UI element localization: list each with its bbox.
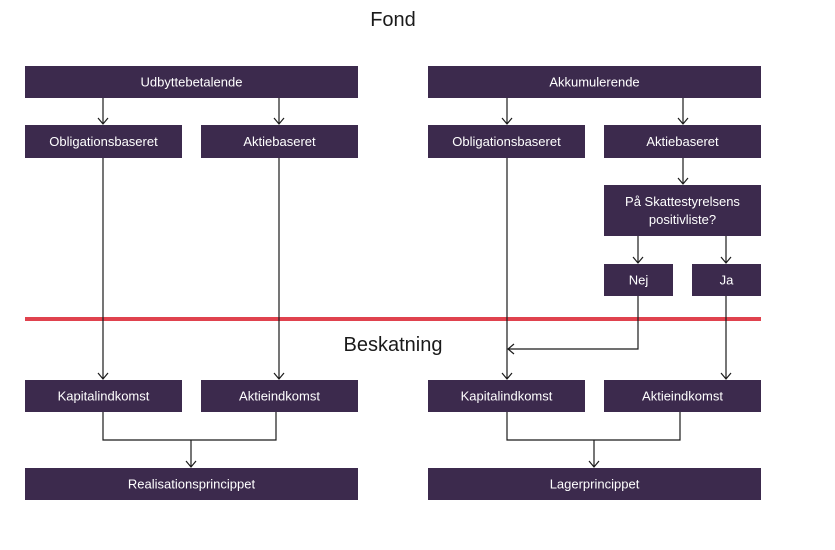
section-label: Beskatning [344,334,443,356]
box-label: Akkumulerende [549,75,639,90]
box-aktiebaseret-left: Aktiebaseret [201,125,358,158]
box-obligationsbaseret-left: Obligationsbaseret [25,125,182,158]
arrow-down-icon [720,372,732,380]
box-label: Aktiebaseret [646,134,719,149]
arrow-down-icon [501,117,513,125]
connector-merge-right [506,412,681,441]
arrow-down-icon [677,177,689,185]
arrow-left-icon [507,343,515,355]
box-label: Kapitalindkomst [58,389,150,404]
arrow-down-icon [185,460,197,468]
box-kapitalindkomst-right: Kapitalindkomst [428,380,585,412]
diagram-title: Fond [370,9,416,31]
box-label: Obligationsbaseret [49,134,158,149]
arrow-down-icon [501,372,513,380]
box-aktieindkomst-left: Aktieindkomst [201,380,358,412]
box-label-line1: På Skattestyrelsens [625,194,740,209]
box-realisationsprincippet: Realisationsprincippet [25,468,358,500]
arrow-down-icon [273,117,285,125]
box-positivliste-question: På Skattestyrelsens positivliste? [604,185,761,236]
box-akkumulerende: Akkumulerende [428,66,761,98]
box-label: Lagerprincippet [550,477,640,492]
box-label: Aktieindkomst [642,389,723,404]
connector-merge-left [102,412,277,441]
arrow-down-icon [97,372,109,380]
arrow-down-icon [677,117,689,125]
box-aktiebaseret-right: Aktiebaseret [604,125,761,158]
box-label-line2: positivliste? [649,212,716,227]
box-nej: Nej [604,264,673,296]
box-label: Obligationsbaseret [452,134,561,149]
box-label: Kapitalindkomst [461,389,553,404]
box-label: Realisationsprincippet [128,477,256,492]
box-label: Aktiebaseret [243,134,316,149]
arrow-down-icon [720,256,732,264]
box-aktieindkomst-right: Aktieindkomst [604,380,761,412]
box-kapitalindkomst-left: Kapitalindkomst [25,380,182,412]
box-ja: Ja [692,264,761,296]
arrow-down-icon [97,117,109,125]
box-udbyttebetalende: Udbyttebetalende [25,66,358,98]
box-lagerprincippet: Lagerprincippet [428,468,761,500]
box-label: Nej [629,273,649,288]
arrow-down-icon [588,460,600,468]
box-obligationsbaseret-right: Obligationsbaseret [428,125,585,158]
arrow-down-icon [632,256,644,264]
connector-nej-kapital [508,296,639,350]
box-label: Ja [720,273,735,288]
arrow-down-icon [273,372,285,380]
box-label: Aktieindkomst [239,389,320,404]
connectors [97,98,732,468]
box-label: Udbyttebetalende [141,75,243,90]
